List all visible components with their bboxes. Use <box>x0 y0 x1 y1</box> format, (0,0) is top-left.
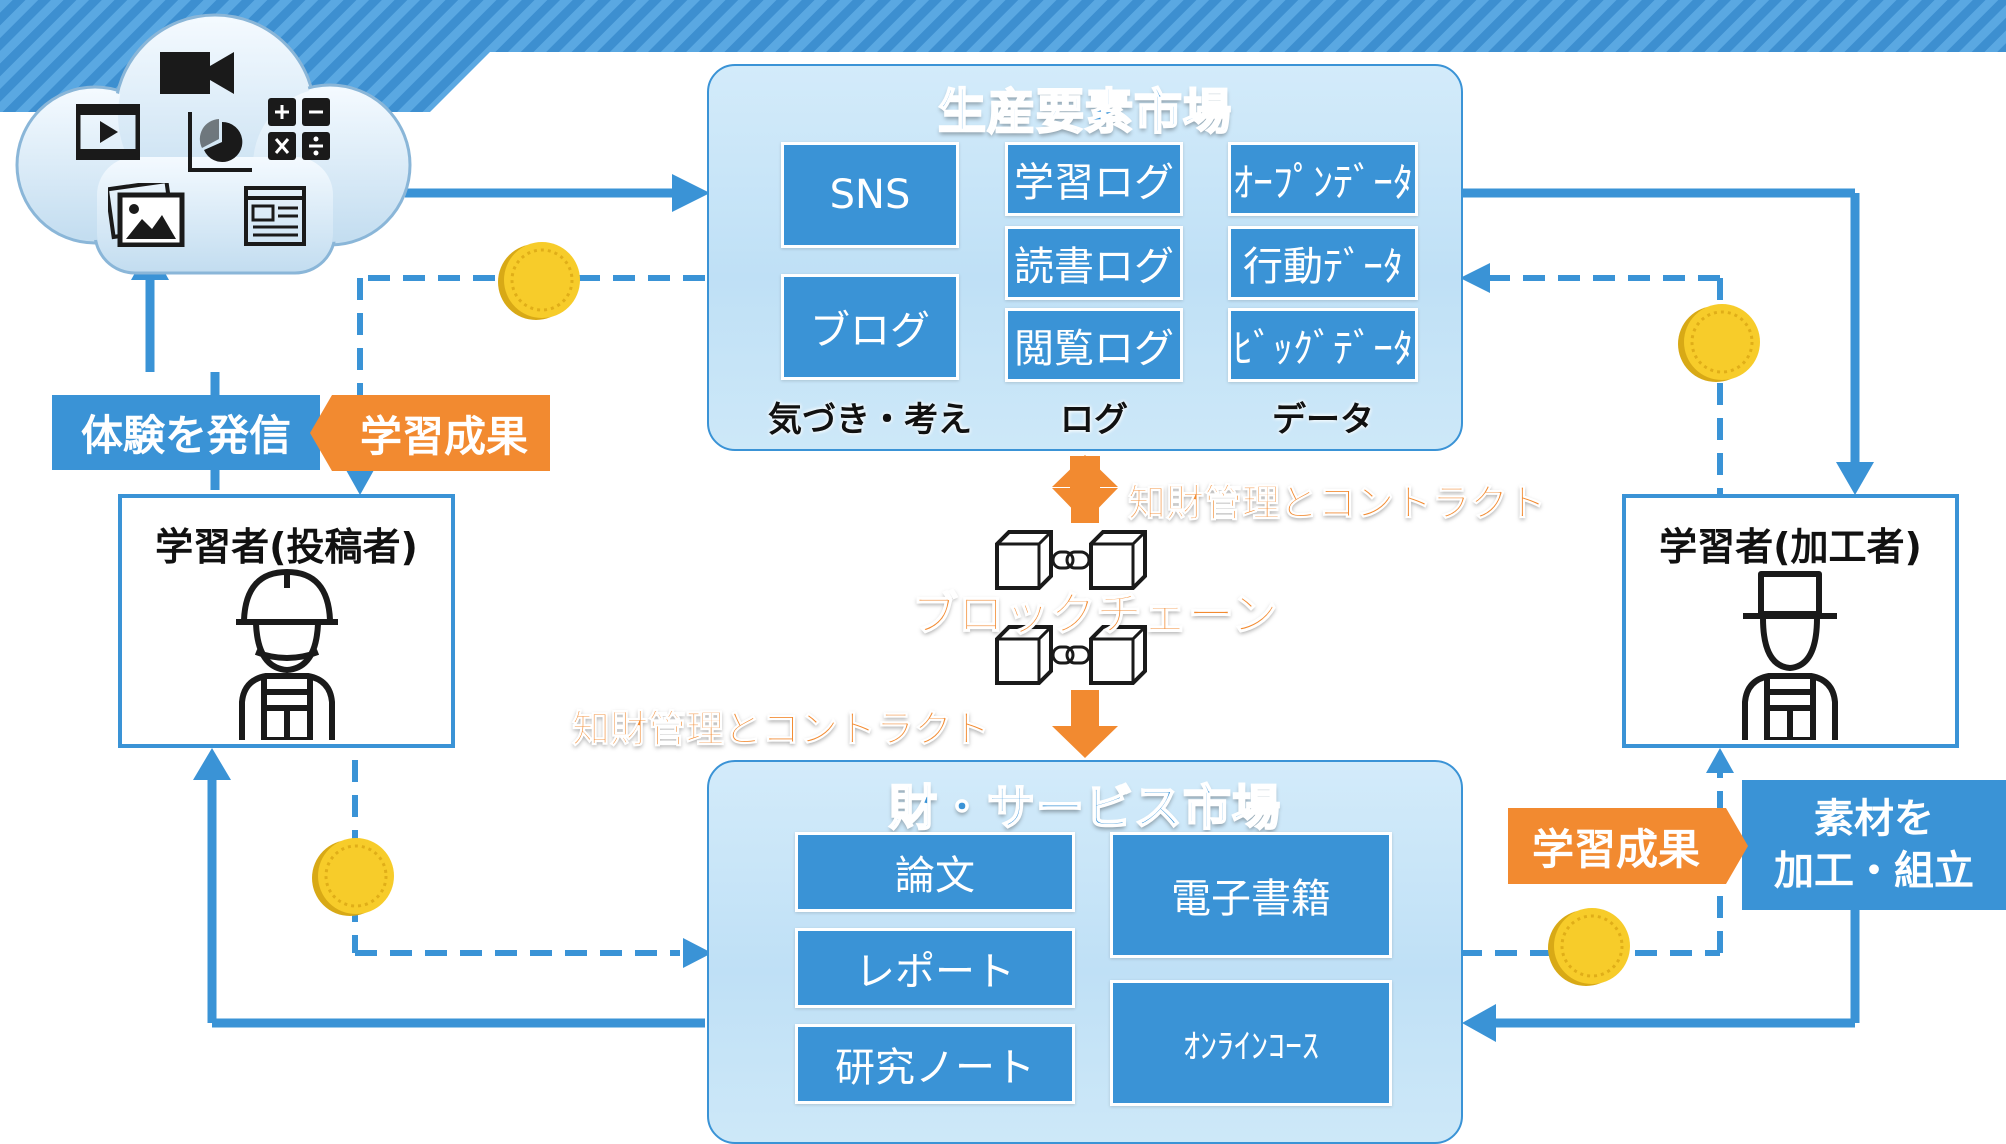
worker-cap-person-icon <box>1742 571 1838 740</box>
learner-processor-label: 学習者(加工者) <box>1659 525 1922 569</box>
cell-big-data: ﾋﾞｯｸﾞﾃﾞｰﾀ <box>1228 308 1418 382</box>
production-market-title: 生産要素市場 <box>937 83 1232 141</box>
cell-learning-log: 学習ログ <box>1005 142 1183 216</box>
cell-ebook: 電子書籍 <box>1110 832 1392 958</box>
worker-helmet-person-icon <box>236 569 338 740</box>
blockchain-down-arrow-icon <box>1052 690 1118 758</box>
video-camera-icon <box>160 52 234 94</box>
ip-contract-bottom-label: 知財管理とコントラクト <box>571 707 991 752</box>
cell-research-note: 研究ノート <box>795 1024 1075 1104</box>
cell-thesis: 論文 <box>795 832 1075 912</box>
coin-icon <box>312 838 394 916</box>
learner-poster-label: 学習者(投稿者) <box>155 525 418 569</box>
learning-result-right-tag <box>1508 808 1748 884</box>
category-ideas: 気づき・考え <box>768 400 972 440</box>
process-assemble-line1: 素材を <box>1814 796 1934 842</box>
video-play-icon <box>76 104 140 160</box>
process-assemble-label: 素材を 加工・組立 <box>1742 780 2006 910</box>
coin-icon <box>1678 304 1760 382</box>
blockchain-top-icon <box>995 530 1147 590</box>
learning-result-left-tag <box>310 395 550 471</box>
cell-blog: ブログ <box>781 274 959 380</box>
coin-icon <box>1548 908 1630 986</box>
ip-contract-top-label: 知財管理とコントラクト <box>1127 481 1547 526</box>
cell-sns: SNS <box>781 142 959 248</box>
share-experience-label: 体験を発信 <box>52 395 320 470</box>
cell-report: レポート <box>795 928 1075 1008</box>
cell-behavior-data: 行動ﾃﾞｰﾀ <box>1228 226 1418 300</box>
calculator-icon <box>268 98 330 160</box>
goods-market-title: 財・サービス市場 <box>888 779 1281 837</box>
document-icon <box>244 186 306 246</box>
learning-result-right-label: 学習成果 <box>1531 824 1700 874</box>
category-data: データ <box>1272 400 1374 440</box>
cell-online-course: ｵﾝﾗｲﾝｺｰｽ <box>1110 980 1392 1106</box>
cell-browsing-log: 閲覧ログ <box>1005 308 1183 382</box>
header-banner <box>0 0 2006 112</box>
blockchain-up-arrow-icon <box>1052 455 1118 523</box>
cell-reading-log: 読書ログ <box>1005 226 1183 300</box>
cell-open-data: ｵｰﾌﾟﾝﾃﾞｰﾀ <box>1228 142 1418 216</box>
learning-result-left-label: 学習成果 <box>359 411 528 461</box>
blockchain-bottom-icon <box>995 625 1147 685</box>
process-assemble-line2: 加工・組立 <box>1774 848 1974 894</box>
pie-chart-icon <box>188 112 252 172</box>
category-log: ログ <box>1060 400 1128 440</box>
coin-icon <box>498 242 580 320</box>
image-icon <box>108 183 185 247</box>
blockchain-label: ブロックチェーン <box>911 586 1278 642</box>
